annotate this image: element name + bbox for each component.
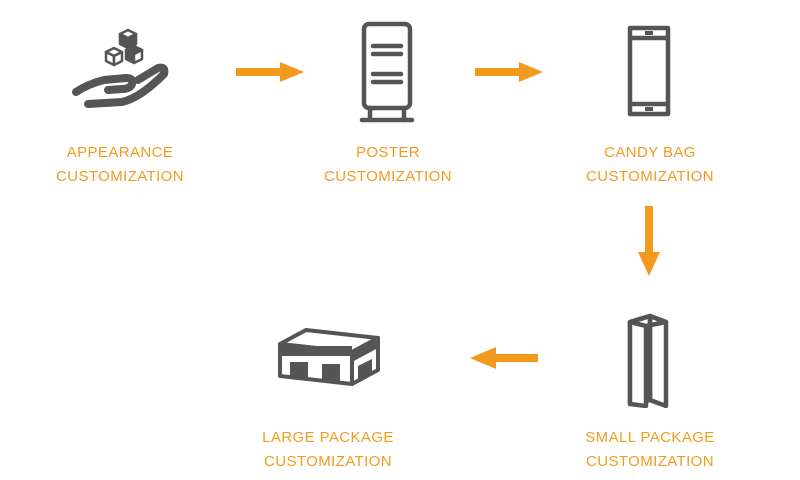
- step-label-large-package: LARGE PACKAGE CUSTOMIZATION: [208, 426, 448, 474]
- large-package-icon: [276, 326, 382, 386]
- step-label-line2: CUSTOMIZATION: [56, 168, 184, 185]
- step-label-line1: LARGE PACKAGE: [262, 429, 394, 446]
- step-label-line2: CUSTOMIZATION: [586, 168, 714, 185]
- step-label-line2: CUSTOMIZATION: [324, 168, 452, 185]
- candy-bag-icon: [626, 24, 672, 118]
- hand-with-cubes-icon: [68, 22, 172, 112]
- step-label-line1: APPEARANCE: [66, 144, 174, 161]
- arrow-left-1: [470, 347, 540, 369]
- step-label-line2: CUSTOMIZATION: [586, 453, 714, 470]
- poster-stand-icon: [358, 20, 416, 124]
- step-label-poster: POSTER CUSTOMIZATION: [268, 141, 508, 189]
- step-label-line2: CUSTOMIZATION: [264, 453, 392, 470]
- arrow-right-2: [475, 62, 545, 82]
- step-label-appearance: APPEARANCE CUSTOMIZATION: [0, 141, 240, 189]
- small-package-icon: [626, 312, 672, 408]
- step-label-line1: SMALL PACKAGE: [585, 429, 715, 446]
- arrow-down-1: [638, 206, 660, 278]
- step-label-small-package: SMALL PACKAGE CUSTOMIZATION: [530, 426, 770, 474]
- step-label-line1: CANDY BAG: [604, 144, 696, 161]
- step-label-candy-bag: CANDY BAG CUSTOMIZATION: [530, 141, 770, 189]
- arrow-right-1: [236, 62, 306, 82]
- step-label-line1: POSTER: [355, 144, 421, 161]
